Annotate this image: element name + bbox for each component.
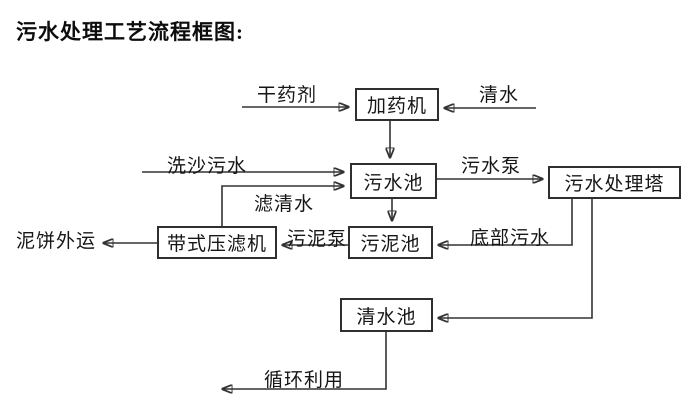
label-bottom-sewage: 底部污水: [470, 228, 551, 249]
arrow-treatment-tower-to-clean-water-pool: [438, 199, 593, 318]
label-dry-agent: 干药剂: [257, 85, 318, 106]
label-filtered-water: 滤清水: [254, 194, 315, 215]
node-sewage-pool: 污水池: [350, 163, 437, 199]
node-clean-water-pool: 清水池: [340, 298, 433, 332]
node-belt-filter-press: 带式压滤机: [157, 226, 277, 259]
label-mud-cake-outbound: 泥饼外运: [16, 231, 97, 252]
page-title: 污水处理工艺流程框图:: [16, 20, 244, 44]
label-sand-washing-sewage: 洗沙污水: [167, 156, 248, 177]
node-sludge-pool: 污泥池: [348, 226, 433, 259]
label-recycle-use: 循环利用: [264, 370, 345, 391]
node-treatment-tower: 污水处理塔: [548, 166, 681, 199]
arrow-clean-water-pool-to-recycle-use: [222, 332, 387, 389]
label-clean-water: 清水: [479, 85, 520, 106]
arrow-filtered-water-to-sewage-pool: [221, 186, 344, 226]
node-dosing-machine: 加药机: [355, 88, 439, 121]
label-sludge-pump: 污泥泵: [287, 229, 348, 250]
label-sewage-pump: 污水泵: [461, 156, 522, 177]
arrow-bottom-sewage-to-sludge-pool: [438, 199, 573, 245]
